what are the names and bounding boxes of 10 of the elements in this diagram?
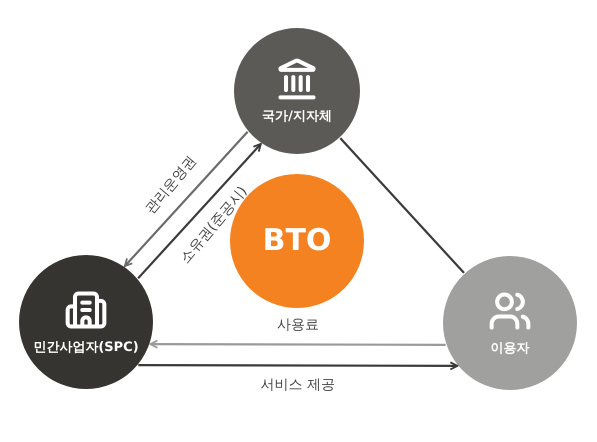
node-label: 국가/지자체 (262, 108, 332, 126)
node-label: BTO (262, 226, 332, 256)
edge-label: 서비스 제공 (260, 378, 336, 392)
arrow (149, 340, 446, 349)
arrow (124, 130, 248, 268)
node-label: 민간사업자(SPC) (33, 340, 139, 356)
arrow (138, 361, 458, 370)
node-label: 이용자 (490, 340, 530, 358)
arrow (137, 142, 262, 280)
edge-label: 사용료 (276, 318, 319, 332)
